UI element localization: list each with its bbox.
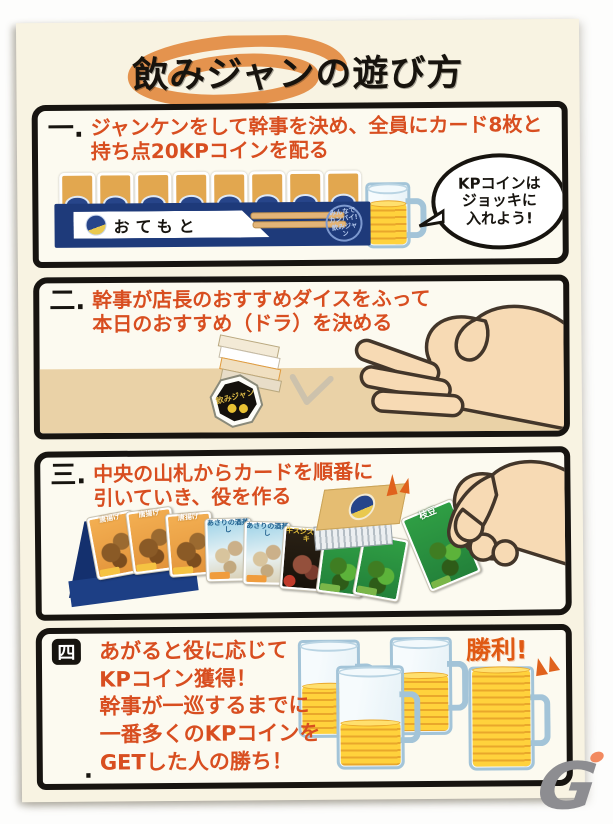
- step-4-heading: 四 . あがると役に応じて KPコイン獲得！ 幹事が一巡するまでに 一番多くのK…: [51, 637, 321, 784]
- coin-stack: [340, 723, 401, 766]
- coin-stack: [472, 670, 531, 767]
- page-title: 飲みジャンの遊び方: [132, 52, 464, 97]
- emphasis-marks: [386, 474, 410, 497]
- bubble-line-2: ジョッキに: [461, 191, 537, 211]
- bubble-line-3: 入れよう!: [466, 208, 533, 228]
- coin-stack: [369, 204, 407, 245]
- step-3-text: 中央の山札からカードを順番に 引いていき、役を作る: [93, 459, 373, 511]
- price-tag: [136, 562, 157, 572]
- step-3-box: 三. 中央の山札からカードを順番に 引いていき、役を作る 唐揚げ 唐揚げ 唐揚げ: [34, 446, 572, 621]
- beer-mug-with-coins: [365, 182, 427, 249]
- step-3-line-2: 引いていき、役を作る: [93, 484, 292, 511]
- sleeve-label: おてもと: [113, 216, 201, 236]
- chopstick-sleeve: おてもと: [73, 210, 269, 239]
- bubble-line-1: KPコインは: [457, 174, 541, 193]
- step-3-heading: 三. 中央の山札からカードを順番に 引いていき、役を作る: [50, 459, 373, 511]
- step-4-number-dot: .: [83, 755, 94, 784]
- recommend-dice: 飲みジャン: [191, 328, 322, 440]
- step-2-box: 二. 幹事が店長のおすすめダイスをふって 本日のおすすめ（ドラ）を決める: [33, 274, 571, 440]
- step-2-line-1: 幹事が店長のおすすめダイスをふって: [92, 286, 431, 313]
- step-1-line-1: ジャンケンをして幹事を決め、全員にカード8枚と: [90, 112, 543, 140]
- step-2-heading: 二. 幹事が店長のおすすめダイスをふって 本日のおすすめ（ドラ）を決める: [49, 286, 431, 337]
- step-4-text: あがると役に応じて KPコイン獲得！ 幹事が一巡するまでに 一番多くのKPコイン…: [99, 637, 321, 777]
- price-tag: [246, 574, 267, 583]
- step-2-text: 幹事が店長のおすすめダイスをふって 本日のおすすめ（ドラ）を決める: [92, 286, 431, 337]
- player-mug-front: [336, 665, 421, 770]
- brand-badge: みんなで カンパイ! 飲みジャン: [323, 202, 366, 245]
- mug-handle: [446, 660, 469, 711]
- step-4-number: 四 .: [51, 638, 94, 784]
- instruction-sheet: 飲みジャンの遊び方 一. ジャンケンをして幹事を決め、全員にカード8枚と 持ち点…: [15, 18, 586, 803]
- step-4-line-2: KPコイン獲得！: [99, 666, 257, 692]
- step-4-line-5: GETした人の勝ち！: [99, 748, 293, 775]
- price-tag: [319, 582, 341, 593]
- victory-label: 勝利!: [465, 635, 528, 665]
- brush-swirl-decoration: [127, 34, 347, 108]
- chopstick-tray: おてもと みんなで カンパイ! 飲みジャン: [54, 201, 371, 248]
- step-4-line-1: あがると役に応じて: [98, 638, 289, 664]
- price-tag: [209, 571, 230, 580]
- speech-bubble: KPコインは ジョッキに 入れよう!: [418, 152, 568, 250]
- drawing-hand: [447, 459, 572, 570]
- step-2-line-2: 本日のおすすめ（ドラ）を決める: [92, 310, 393, 337]
- step-1-box: 一. ジャンケンをして幹事を決め、全員にカード8枚と 持ち点20KPコインを配る…: [31, 100, 569, 269]
- step-3-line-1: 中央の山札からカードを順番に: [93, 459, 374, 487]
- step-2-number: 二.: [49, 286, 86, 317]
- step-1-heading: 一. ジャンケンをして幹事を決め、全員にカード8枚と 持ち点20KPコインを配る: [48, 112, 543, 165]
- step-4-line-4: 一番多くのKPコインを: [99, 721, 321, 747]
- step-4-line-3: 幹事が一巡するまでに: [99, 693, 310, 720]
- bounce-mark: [289, 374, 334, 405]
- speech-bubble-tail: [418, 208, 445, 228]
- nomijan-circle-logo: [85, 215, 106, 236]
- step-4-box: 四 . あがると役に応じて KPコイン獲得！ 幹事が一巡するまでに 一番多くのK…: [35, 623, 573, 791]
- mug-handle: [399, 691, 421, 744]
- step-4-number-blob: 四: [51, 638, 81, 665]
- step-3-number: 三.: [50, 460, 87, 491]
- emphasis-marks: [536, 656, 561, 677]
- g-logo-letter: G: [534, 748, 602, 824]
- gamer-g-logo: G: [524, 738, 613, 824]
- rolling-hand: [354, 304, 571, 433]
- title-area: 飲みジャンの遊び方: [16, 29, 580, 111]
- step-1-number: 一.: [47, 113, 84, 144]
- price-tag: [172, 566, 194, 575]
